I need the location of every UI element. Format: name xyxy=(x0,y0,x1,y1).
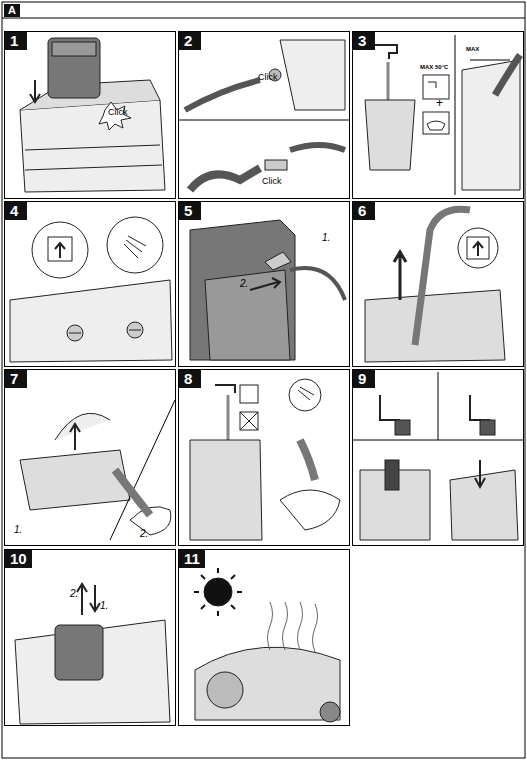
step-panel: 4 xyxy=(4,201,176,367)
figure-tab: A xyxy=(4,4,20,17)
step-panel: 1 xyxy=(4,31,176,199)
step-panel: 9 xyxy=(352,369,524,546)
step-panel: 8 xyxy=(178,369,350,546)
step-number: 6 xyxy=(353,202,375,220)
callout-label: 2. xyxy=(140,528,148,539)
step-panel: 11 xyxy=(178,549,350,726)
callout-label: Click xyxy=(262,176,282,186)
step-number: 7 xyxy=(5,370,27,388)
step-number: 5 xyxy=(179,202,201,220)
step-panel: 5 xyxy=(178,201,350,367)
callout-label: Click xyxy=(108,107,128,117)
step-number: 3 xyxy=(353,32,375,50)
callout-label: MAX 50°C xyxy=(420,64,448,70)
step-number: 10 xyxy=(5,550,32,568)
callout-label: MAX xyxy=(466,46,479,52)
callout-label: 1. xyxy=(322,232,330,243)
step-number: 8 xyxy=(179,370,201,388)
callout-label: Click xyxy=(258,72,278,82)
step-number: 9 xyxy=(353,370,375,388)
step-number: 4 xyxy=(5,202,27,220)
callout-label: 2. xyxy=(240,278,248,289)
callout-label: 2. xyxy=(70,588,78,599)
callout-label: 1. xyxy=(14,524,22,535)
step-panel: 2 xyxy=(178,31,350,199)
step-panel: 10 xyxy=(4,549,176,726)
step-number: 2 xyxy=(179,32,201,50)
step-panel: 7 xyxy=(4,369,176,546)
step-panel: 3 xyxy=(352,31,524,199)
step-panel: 6 xyxy=(352,201,524,367)
step-number: 11 xyxy=(179,550,205,568)
callout-label: 1. xyxy=(100,600,108,611)
svg-text:+: + xyxy=(436,96,443,110)
step-number: 1 xyxy=(5,32,27,50)
